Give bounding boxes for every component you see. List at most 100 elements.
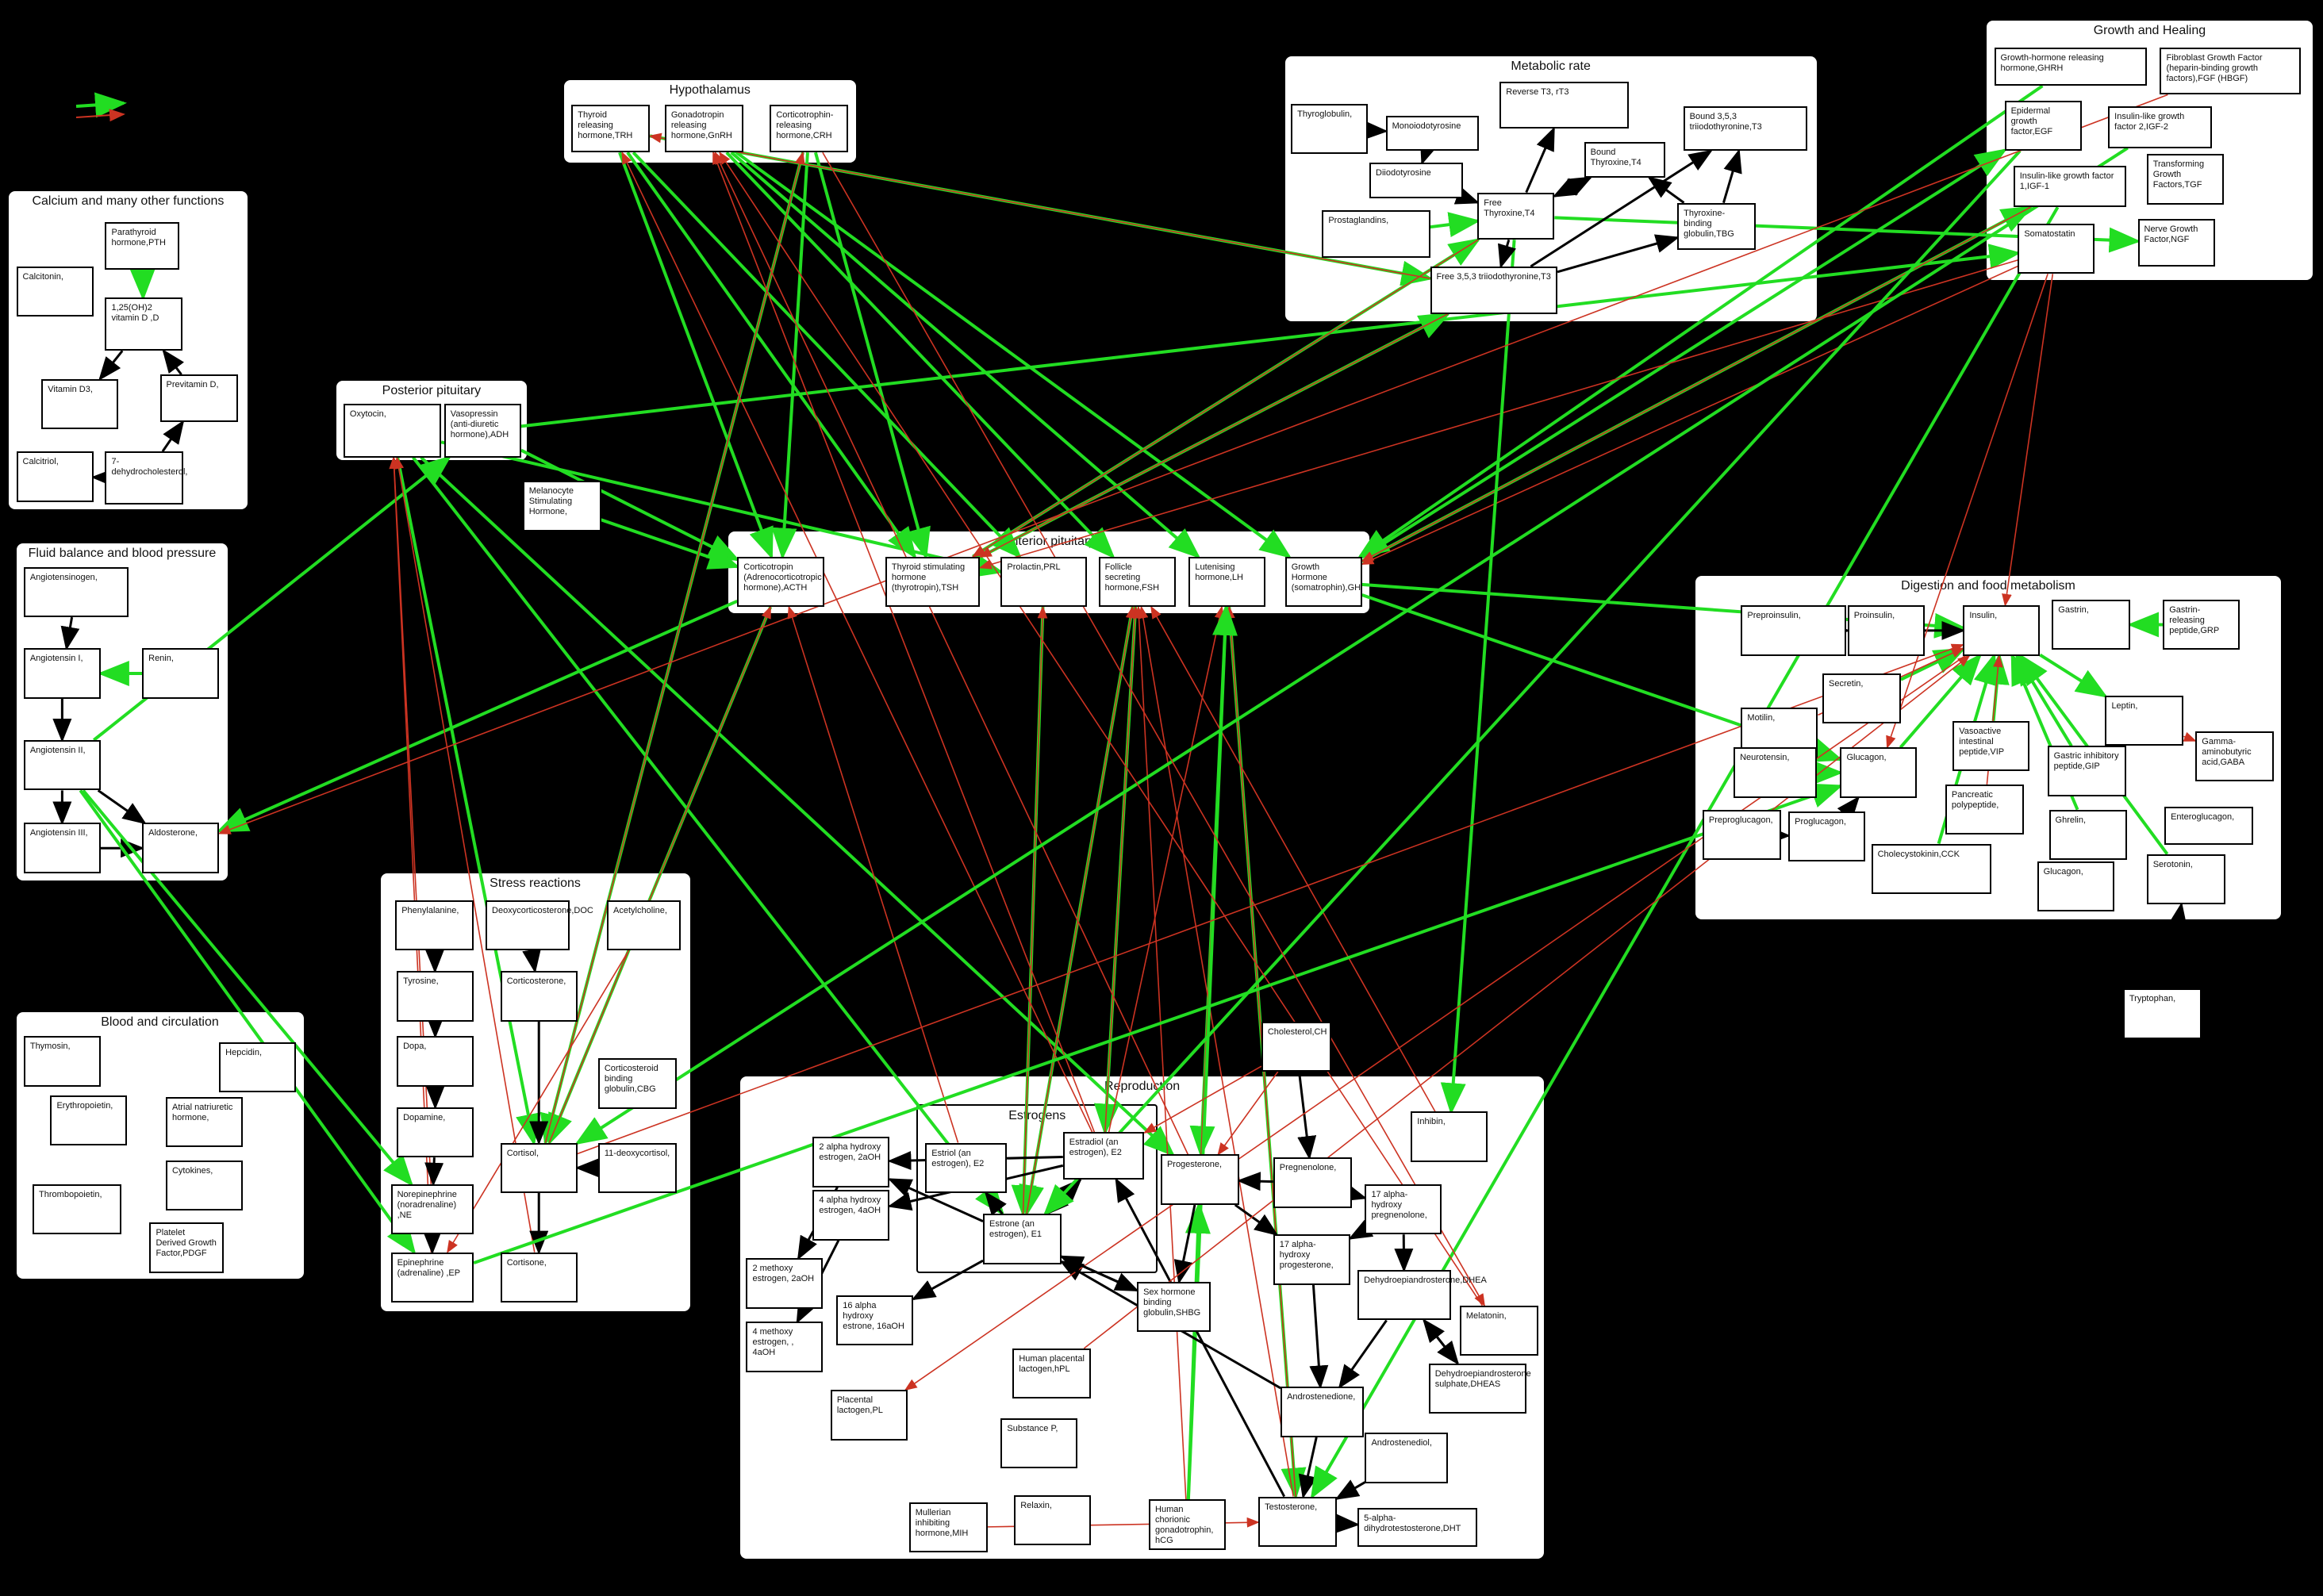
node-dopa: Dopa, [397, 1036, 474, 1087]
node-calcitriol: Calcitriol, [16, 451, 94, 502]
node-lh: Lutenising hormone,LH [1188, 556, 1266, 608]
node-dit: Diiodotyrosine [1369, 163, 1463, 199]
edge-dhc7-to-previtd [161, 420, 185, 452]
edge-hpl-to-insulin [1083, 654, 1971, 1349]
edge-ohprog17-to-androstenedione [1309, 1284, 1329, 1390]
edge-inhibin-to-fsh [1150, 605, 1436, 1112]
group-title: Calcium and many other functions [32, 194, 225, 208]
group-title: Metabolic rate [1511, 59, 1591, 73]
edge-fgf-to-aldosterone [217, 94, 2168, 834]
node-calcitonin: Calcitonin, [16, 266, 94, 317]
edge-e3-to-acth [787, 605, 959, 1143]
edge-e1-to-aoh16 [911, 1259, 984, 1301]
edge-dit-to-freet4 [1453, 186, 1480, 205]
node-pancpoly: Pancreatic polypeptide, [1945, 784, 2024, 835]
edge-ach-to-ep [447, 950, 630, 1254]
edge-thyroglobulin-to-mit [1364, 121, 1388, 140]
edge-e2-to-lh [1108, 605, 1225, 1133]
node-angi: Angiotensin I, [23, 648, 101, 699]
edge-gh-to-egf [1361, 148, 2007, 559]
node-crh: Corticotrophin-releasing hormone,CRH [770, 105, 849, 153]
node-epo: Erythropoietin, [50, 1095, 128, 1146]
node-d3act: 1,25(OH)2 vitamin D ,D [105, 297, 182, 351]
node-relaxin: Relaxin, [1014, 1494, 1092, 1546]
node-aldosterone: Aldosterone, [142, 823, 220, 873]
node-leptin: Leptin, [2105, 696, 2184, 746]
edge-melatonin-to-gnrh [719, 151, 1484, 1306]
node-dopamine: Dopamine, [397, 1107, 474, 1158]
node-corticosterone: Corticosterone, [500, 971, 578, 1022]
node-angiotensinogen: Angiotensinogen, [23, 566, 129, 618]
node-proglucagon: Proglucagon, [1788, 811, 1866, 861]
node-gaba: Gamma-aminobutyric acid,GABA [2195, 731, 2275, 782]
edge-dheas-to-dhea [1422, 1318, 1459, 1364]
node-ghrelin: Ghrelin, [2048, 809, 2128, 861]
node-cortisone: Cortisone, [500, 1252, 578, 1303]
edge-leptin-to-gaba [2183, 731, 2197, 742]
node-oxytocin: Oxytocin, [343, 404, 442, 458]
node-aoh16: 16 alpha hydroxy estrone, 16aOH [836, 1295, 914, 1346]
node-moh2: 2 methoxy estrogen, 2aOH [746, 1258, 824, 1309]
group-title: Posterior pituitary [382, 383, 482, 397]
node-vip: Vasoactive intestinal peptide,VIP [1952, 720, 2030, 772]
edge-e2-to-fsh [1104, 605, 1140, 1133]
node-renin: Renin, [142, 648, 220, 699]
node-gip: Gastric inhibitory peptide,GIP [2047, 746, 2126, 796]
edge-testosterone-to-dht [1335, 1514, 1361, 1533]
node-testosterone: Testosterone, [1258, 1496, 1337, 1547]
node-freet4: Free Thyroxine,T4 [1477, 192, 1555, 240]
group-estrogens: Estrogens [916, 1104, 1158, 1274]
node-grp: Gastrin-releasing peptide,GRP [2163, 599, 2240, 650]
node-cortisol: Cortisol, [500, 1142, 578, 1193]
node-melatonin: Melatonin, [1459, 1305, 1538, 1356]
edge-cortisol-to-insulin [577, 643, 1964, 1155]
node-egf: Epidermal growth factor,EGF [2004, 100, 2082, 152]
node-proinsulin: Proinsulin, [1847, 605, 1925, 656]
edge-angii-to-aldosterone [97, 789, 147, 825]
edge-angii-to-ne [82, 789, 413, 1187]
node-serotonin: Serotonin, [2146, 854, 2225, 905]
edge-tbg-to-boundt4 [1647, 176, 1685, 204]
node-fsh: Follicle secreting hormone,FSH [1098, 556, 1176, 608]
node-boundt4: Bound Thyroxine,T4 [1584, 142, 1666, 178]
edge-cholesterol-to-pregnenolone [1297, 1071, 1317, 1161]
node-doc: Deoxycorticosterone,DOC [486, 900, 593, 950]
edge-oxytocin-to-cortisol [396, 457, 541, 1146]
node-angiii: Angiotensin III, [23, 823, 101, 873]
node-freet3: Free 3,5,3 triiodothyronine,T3 [1430, 266, 1558, 314]
edge-pregnenolone-to-progesterone [1236, 1172, 1273, 1191]
edge-cholesterol-to-progesterone [1217, 1071, 1279, 1156]
edge-crh-to-acth [771, 152, 809, 560]
edge-somatostatin-to-gh [1361, 265, 2018, 566]
group-title: Anterior pituitary [1002, 534, 1096, 548]
edge-tryptophan-to-serotonin [2165, 902, 2187, 989]
group-title: Stress reactions [490, 876, 581, 890]
node-ohpreg17: 17 alpha-hydroxy pregnenolone, [1365, 1184, 1442, 1235]
group-title: Digestion and food metabolism [1901, 578, 2075, 593]
node-mit: Monoiodotyrosine [1385, 115, 1480, 152]
edge-ghrh-to-gh [1357, 84, 2044, 558]
node-ghrh: Growth-hormone releasing hormone,GHRH [1994, 47, 2147, 86]
node-hcg: Human chorionic gonadotrophin, hCG [1149, 1499, 1227, 1550]
edge-e2-to-trh [621, 151, 1093, 1133]
edge-gnrh-to-gh [735, 151, 1292, 558]
edge-progesterone-to-shbg [1173, 1204, 1196, 1284]
node-pl: Placental lactogen,PL [830, 1390, 908, 1441]
node-progesterone: Progesterone, [1160, 1154, 1239, 1205]
edge-glucagon-to-insulin [1899, 653, 1983, 749]
node-msh: Melanocyte Stimulating Hormone, [522, 481, 601, 531]
edge-gnrh-to-fsh [725, 151, 1115, 559]
node-thyroglobulin: Thyroglobulin, [1291, 103, 1369, 155]
edge-e1-to-fsh [1026, 605, 1136, 1214]
node-aoh4: 4 alpha hydroxy estrogen, 4aOH [812, 1190, 890, 1241]
node-dheas: Dehydroepiandrosterone sulphate,DHEAS [1428, 1363, 1531, 1414]
legend-inhibits-arrow [75, 109, 125, 122]
node-enteroglucagon: Enteroglucagon, [2164, 806, 2254, 846]
node-adh: Vasopressin (anti-diuretic hormone),ADH [443, 404, 521, 458]
node-e3: Estriol (an estrogen), E2 [925, 1142, 1007, 1193]
node-tsh: Thyroid stimulating hormone (thyrotropin… [885, 556, 981, 608]
node-inhibin: Inhibin, [1411, 1111, 1488, 1162]
node-glucagon2: Glucagon, [2037, 861, 2114, 912]
node-pdgf: Platelet Derived Growth Factor,PDGF [149, 1222, 224, 1273]
node-ach: Acetylcholine, [607, 900, 682, 950]
